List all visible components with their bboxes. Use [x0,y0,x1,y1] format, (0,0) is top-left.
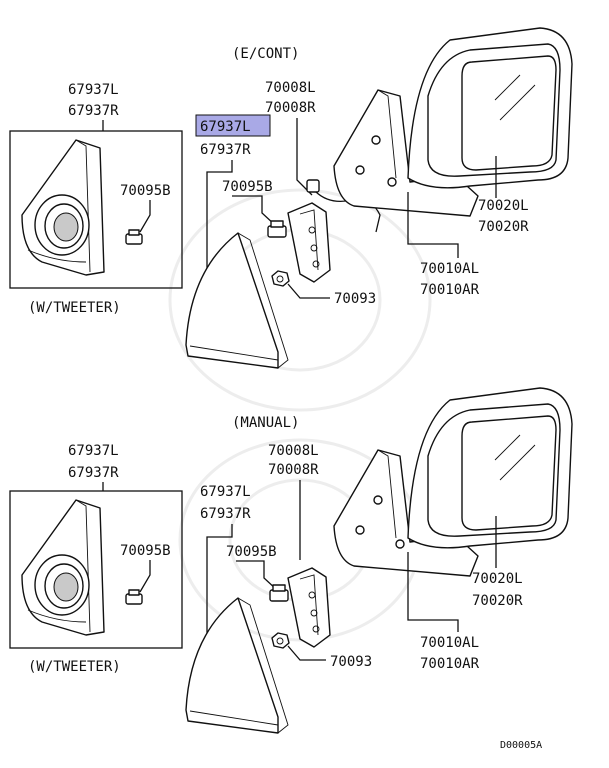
section-header: (MANUAL) [232,415,299,431]
leader-line [407,552,459,632]
nut-label: 70093 [334,291,376,307]
cover-label-r: 67937R [200,142,251,158]
inset-frame [9,130,183,289]
mirror-bracket [287,567,331,648]
tweeter-inset: 67937L 67937R 70095B (W/TWEETER) [9,443,183,675]
leader-line [232,195,276,226]
mirror-label-r: 70010AR [420,282,480,298]
section-manual: (MANUAL) 67937L 67937R 70095B (W/TWEETER… [9,387,573,734]
cover-screw [267,220,287,238]
bracket-label-l: 70008L [265,80,316,96]
highlight-box [195,114,271,137]
cover-label-l: 67937L [200,484,251,500]
inset-part-label-l: 67937L [68,82,119,98]
mirror-glass [461,415,557,531]
inset-part-label-r: 67937R [68,103,119,119]
mirror-label-l: 70010AL [420,261,479,277]
mirror-bracket [287,202,331,283]
leader-line [287,283,330,299]
nut [271,270,290,287]
leader-line [206,160,233,275]
glass-label-l: 70020L [472,571,523,587]
inset-screw-label: 70095B [120,543,171,559]
mirror-label-r: 70010AR [420,656,480,672]
cover-screw [269,584,289,602]
mirror-housing [407,387,573,549]
bracket-label-l: 70008L [268,443,319,459]
bracket-label-r: 70008R [265,100,316,116]
inset-caption: (W/TWEETER) [28,659,121,675]
tweeter-garnish [21,139,105,276]
nut-label: 70093 [330,654,372,670]
inset-part-label-r: 67937R [68,465,119,481]
glass-label-r: 70020R [478,219,529,235]
nut [271,632,290,649]
leader-line [287,645,326,661]
cover-label-l[interactable]: 67937L [200,119,251,135]
diagram-code: D00005A [500,740,542,751]
cover-label-r: 67937R [200,506,251,522]
inset-screw [125,229,143,245]
leader-line [206,524,233,640]
leader-line [139,560,151,593]
mirror-label-l: 70010AL [420,635,479,651]
glass-label-r: 70020R [472,593,523,609]
tweeter-inset: 67937L 67937R 70095B (W/TWEETER) [9,82,183,316]
bracket-label-r: 70008R [268,462,319,478]
inset-part-label-l: 67937L [68,443,119,459]
tweeter-garnish [21,499,105,636]
leader-line [236,560,278,591]
section-econt: (E/CONT) 67937L 67937R 70095B (W/TWEETER… [9,27,573,369]
leader-line [407,192,459,258]
inset-screw-label: 70095B [120,183,171,199]
inner-cover [185,597,289,734]
cover-screw-label: 70095B [226,544,277,560]
glass-label-l: 70020L [478,198,529,214]
leader-line [139,200,151,233]
cover-screw-label: 70095B [222,179,273,195]
inset-caption: (W/TWEETER) [28,300,121,316]
section-header: (E/CONT) [232,46,299,62]
mirror-glass [461,55,557,171]
mirror-housing [407,27,573,189]
inner-cover [185,232,289,369]
inset-screw [125,589,143,605]
inset-frame [9,490,183,649]
